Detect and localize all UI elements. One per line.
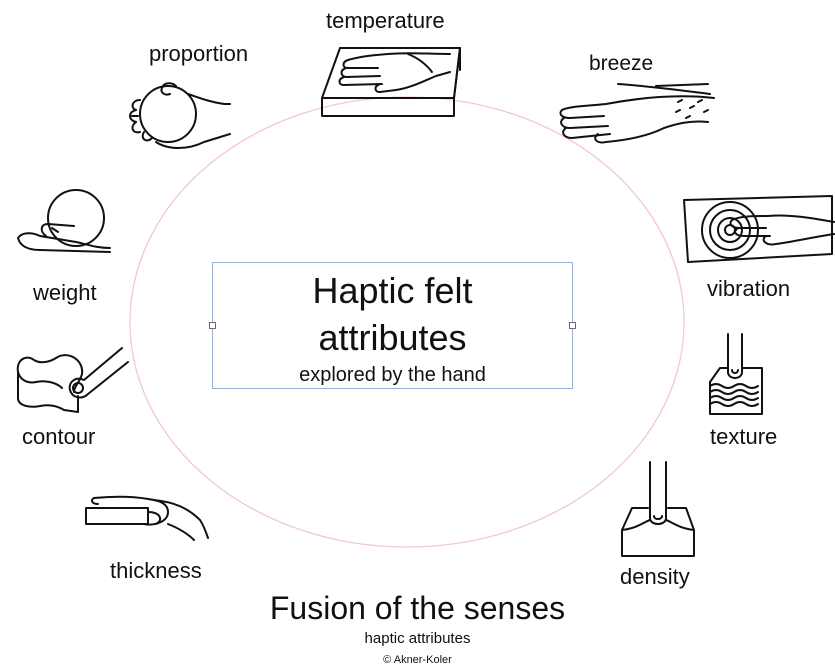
hand-feeling-breeze-icon (559, 83, 715, 144)
center-title-line2: attributes (318, 317, 467, 358)
label-thickness: thickness (110, 558, 202, 583)
hand-on-block-icon (321, 47, 461, 117)
label-vibration: vibration (707, 276, 791, 301)
label-contour: contour (22, 424, 96, 449)
label-breeze: breeze (589, 52, 654, 75)
center-subtitle: explored by the hand (299, 364, 486, 386)
finger-pressing-soft-block-icon (621, 461, 695, 557)
center-title-line1: Haptic felt (312, 270, 473, 311)
resize-handle-left[interactable] (209, 322, 216, 329)
hand-grasping-sphere-icon (129, 82, 231, 149)
hand-weighing-sphere-icon (17, 189, 111, 253)
resize-handle-right[interactable] (569, 322, 576, 329)
fingers-pinching-slab-icon (85, 495, 209, 541)
label-temperature: temperature (326, 8, 445, 33)
label-texture: texture (710, 424, 778, 449)
label-proportion: proportion (149, 41, 249, 66)
footer-title: Fusion of the senses (269, 590, 566, 626)
finger-on-textured-block-icon (709, 333, 763, 415)
finger-tracing-contour-icon (16, 347, 129, 413)
footer-subtitle: haptic attributes (364, 630, 471, 647)
label-density: density (620, 564, 690, 589)
footer-copyright: © Akner-Koler (383, 654, 452, 666)
hand-on-vibrating-plate-icon (683, 195, 835, 263)
label-weight: weight (33, 280, 97, 305)
